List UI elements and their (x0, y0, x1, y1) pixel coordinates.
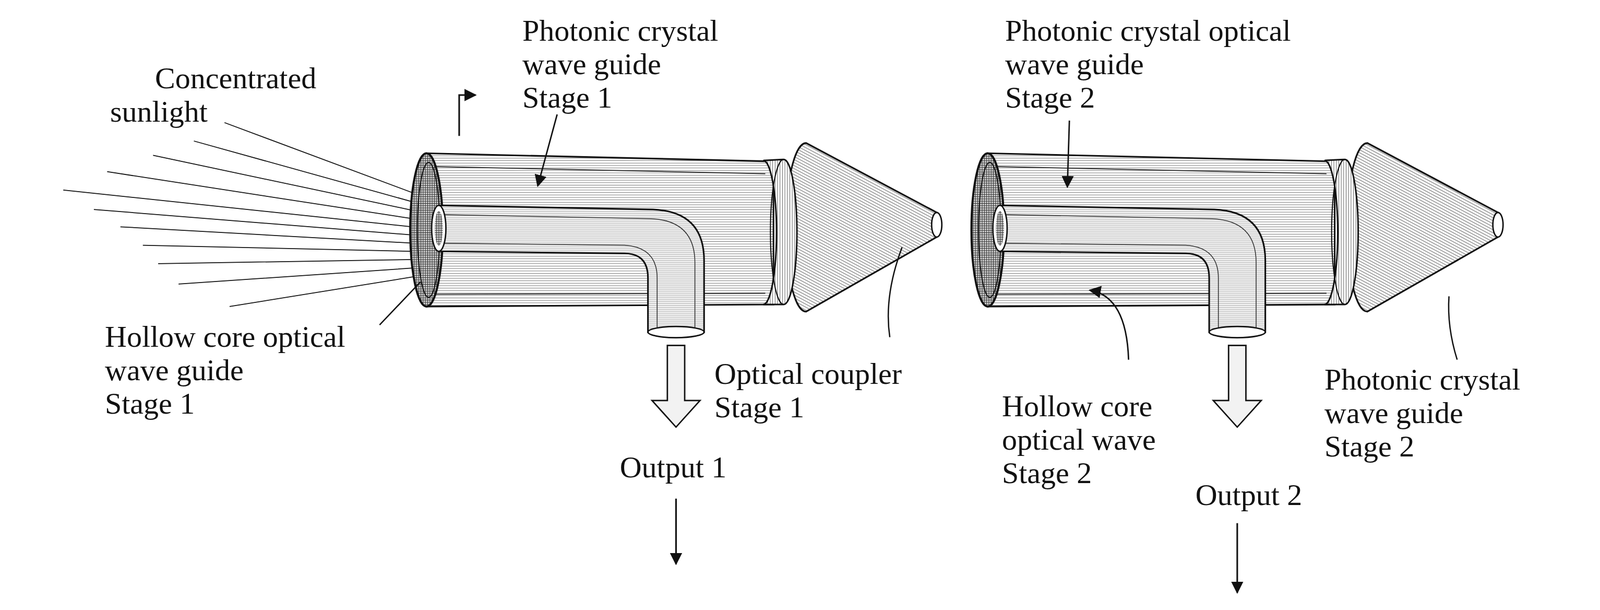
leader-arrow (537, 114, 557, 186)
label-box: Photonic crystal wave guide Stage 1 (522, 14, 752, 257)
light-rays (63, 122, 420, 307)
label-box: Hollow core optical wave guide Stage 1 (104, 319, 361, 563)
stage-one-assembly (410, 142, 942, 427)
part-label: Photonic crystal wave guide Stage 1 (522, 14, 752, 115)
label-box: Photonic crystal wave guide Stage 2 (1324, 362, 1555, 605)
label-box: Hollow core optical wave Stage 2 (1001, 389, 1169, 490)
part-label: Photonic crystal wave guide Stage 2 (1324, 362, 1555, 463)
leader-arrow (1089, 290, 1129, 360)
leader-line (888, 246, 902, 337)
leader-line (379, 281, 421, 325)
part-label: Photonic crystal optical wave guide Stag… (1005, 14, 1308, 115)
wrap-spacer (1177, 47, 1308, 257)
wrap-spacer (694, 47, 752, 257)
label-box: Output 2 (1144, 478, 1354, 512)
part-label: Optical coupler Stage 1 (714, 356, 924, 424)
label-box: Photonic crystal optical wave guide Stag… (1005, 14, 1308, 257)
section-flag (459, 94, 476, 136)
output-label: Output 2 (1144, 478, 1354, 512)
leader-arrow (1067, 120, 1070, 187)
part-label: Hollow core optical wave guide Stage 1 (104, 319, 361, 421)
label-box: Optical coupler Stage 1 (714, 356, 924, 424)
wrap-spacer (1496, 396, 1555, 605)
part-label: Hollow core optical wave Stage 2 (1001, 389, 1169, 490)
leader-line (1448, 295, 1458, 360)
source-label: Concentrated sunlight (110, 61, 335, 129)
label-box: Output 1 (568, 450, 778, 484)
output-arrow-thin (1236, 522, 1238, 593)
label-box: Concentrated sunlight (110, 61, 335, 129)
wrap-spacer (277, 353, 361, 563)
output-arrow-thin (675, 498, 677, 564)
output-label: Output 1 (568, 450, 778, 484)
